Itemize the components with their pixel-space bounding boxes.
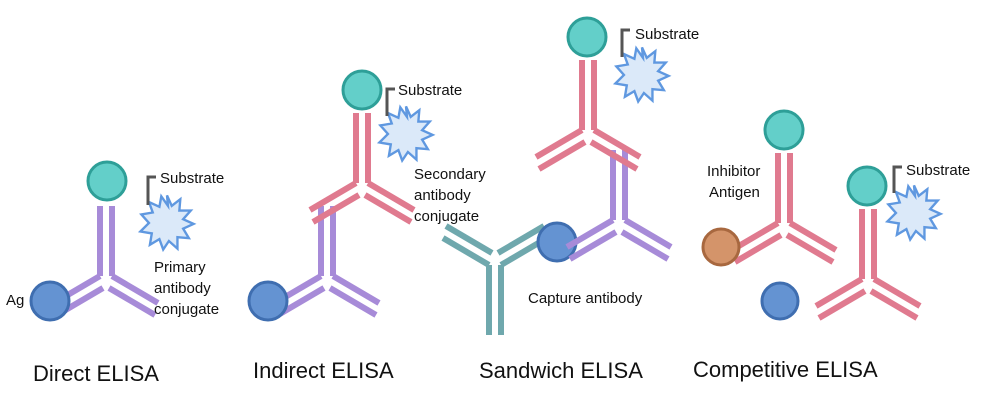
competitive-substrate-label: Substrate	[906, 162, 970, 179]
direct-conjugate-label-1: Primary	[154, 259, 206, 276]
indirect-substrate-bracket	[385, 87, 395, 116]
competitive-inhibitor-label-1: Inhibitor	[707, 163, 760, 180]
indirect-conjugate-label-3: conjugate	[414, 208, 479, 225]
sandwich-enzyme	[566, 16, 608, 58]
competitive-title: Competitive ELISA	[693, 357, 878, 382]
direct-conjugate-label-3: conjugate	[154, 301, 219, 318]
sandwich-substrate-label: Substrate	[635, 26, 699, 43]
indirect-title: Indirect ELISA	[253, 358, 394, 383]
sandwich-capture-antibody	[443, 226, 547, 335]
competitive-substrate-star	[886, 184, 942, 241]
competitive-inhibitor-antigen	[701, 227, 741, 267]
indirect-primary-antibody	[275, 206, 379, 315]
indirect-elisa-panel: Substrate Secondary antibody conjugate I…	[247, 69, 486, 383]
direct-elisa-panel: Substrate Ag Primary antibody conjugate …	[6, 160, 224, 386]
competitive-inhibitor-enzyme	[763, 109, 805, 151]
direct-conjugate-label-2: antibody	[154, 280, 211, 297]
direct-enzyme	[86, 160, 128, 202]
sandwich-substrate-bracket	[620, 28, 630, 57]
competitive-enzyme	[846, 165, 888, 207]
direct-antigen	[29, 280, 71, 322]
indirect-antigen	[247, 280, 289, 322]
competitive-antigen	[760, 281, 800, 321]
indirect-conjugate-label-2: antibody	[414, 187, 471, 204]
competitive-elisa-panel: Substrate Inhibitor Antigen Competitive …	[693, 109, 970, 382]
competitive-inhibitor-label-2: Antigen	[709, 184, 760, 201]
sandwich-detection-antibody	[567, 150, 671, 259]
direct-substrate-label: Substrate	[160, 170, 224, 187]
direct-title: Direct ELISA	[33, 361, 159, 386]
competitive-substrate-bracket	[892, 165, 902, 193]
indirect-substrate-label: Substrate	[398, 82, 462, 99]
sandwich-title: Sandwich ELISA	[479, 358, 643, 383]
direct-ag-label: Ag	[6, 292, 24, 309]
sandwich-elisa-panel: Substrate Capture antibody Sandwich ELIS…	[443, 16, 699, 383]
sandwich-capture-label: Capture antibody	[528, 290, 643, 307]
indirect-enzyme	[341, 69, 383, 111]
indirect-conjugate-label-1: Secondary	[414, 166, 486, 183]
direct-substrate-bracket	[146, 175, 156, 205]
